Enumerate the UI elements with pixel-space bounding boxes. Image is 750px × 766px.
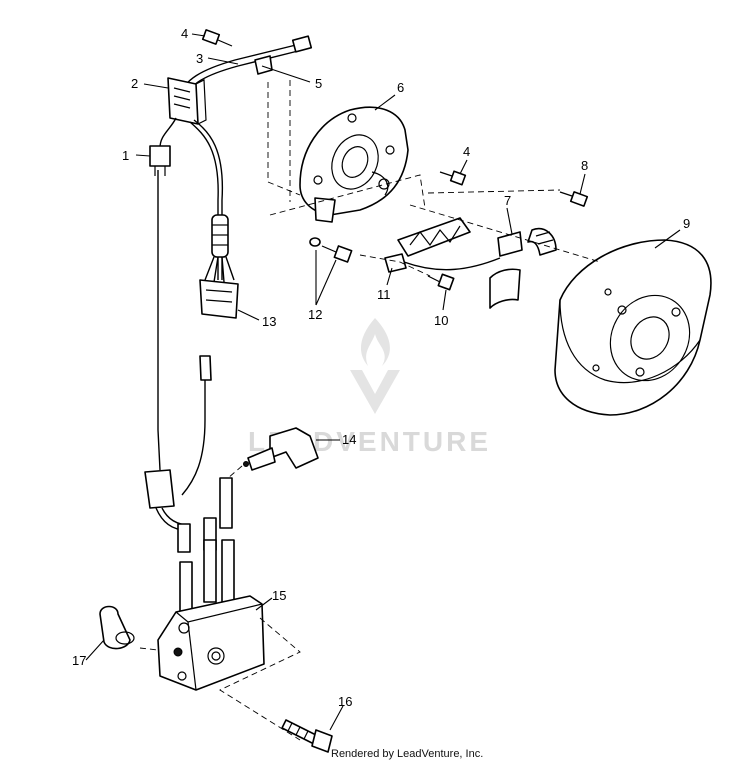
callout-12: 12 (308, 307, 322, 322)
leader-lines (85, 33, 681, 731)
callouts: 1 2 3 4 4 5 6 7 8 9 10 11 12 13 14 15 16… (72, 26, 690, 709)
callout-15: 15 (272, 588, 286, 603)
callout-7: 7 (504, 193, 511, 208)
callout-8: 8 (581, 158, 588, 173)
part-1-connector (149, 145, 171, 176)
part-10-screw (427, 273, 455, 291)
part-14-spark-plug-cap (227, 427, 319, 479)
harness-wires (157, 117, 224, 471)
callout-11: 11 (377, 287, 391, 302)
part-13-harness-connector (199, 214, 239, 319)
wire-junction (144, 469, 191, 531)
callout-10: 10 (434, 313, 448, 328)
watermark-v-icon (350, 370, 400, 414)
part-12-screw-washer (309, 237, 353, 263)
callout-4-top: 4 (181, 26, 188, 41)
alignment-lines (267, 80, 601, 277)
callout-1: 1 (122, 148, 129, 163)
callout-3: 3 (196, 51, 203, 66)
callout-13: 13 (262, 314, 276, 329)
callout-5: 5 (315, 76, 322, 91)
part-4-screw-top (201, 29, 273, 75)
pulser-lead (181, 355, 212, 496)
part-2-regulator (167, 77, 207, 125)
part-16-bolt (281, 719, 333, 753)
part-7-charging-coil (489, 228, 557, 309)
part-6-stator-plate (299, 106, 409, 223)
callout-16: 16 (338, 694, 352, 709)
callout-9: 9 (683, 216, 690, 231)
part-9-flywheel (554, 239, 712, 416)
part-11-pulser-coil (384, 217, 501, 273)
part-15-ignition-coil (157, 595, 265, 691)
part-4-screw-middle (439, 170, 467, 186)
callout-17: 17 (72, 653, 86, 668)
part-17-boot (99, 605, 135, 650)
callout-6: 6 (397, 80, 404, 95)
ht-leads (177, 477, 235, 615)
coil-alignment (139, 617, 301, 741)
callout-14: 14 (342, 432, 356, 447)
footer-credit: Rendered by LeadVenture, Inc. (331, 748, 484, 760)
watermark-flame-icon (360, 318, 390, 366)
callout-2: 2 (131, 76, 138, 91)
callout-4-middle: 4 (463, 144, 470, 159)
part-3-wire-loom (179, 35, 313, 99)
part-8-screw (559, 191, 589, 207)
